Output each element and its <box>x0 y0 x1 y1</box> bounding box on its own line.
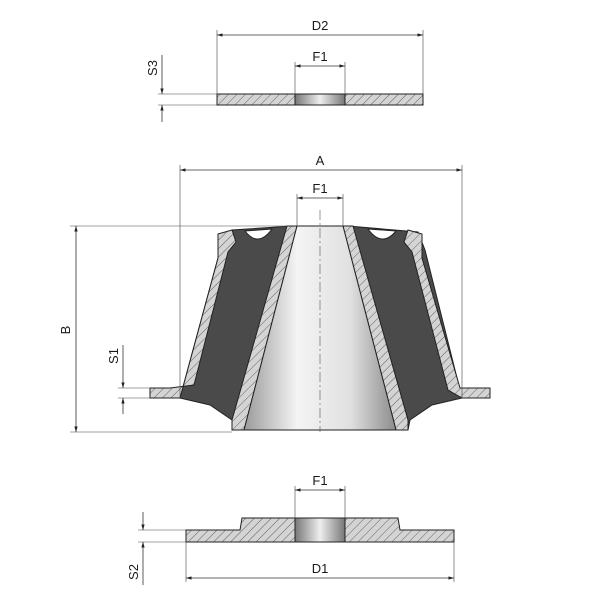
dim-label-a: A <box>316 153 325 168</box>
dim-label-f1-bottom: F1 <box>312 473 327 488</box>
dim-label-f1-top: F1 <box>312 49 327 64</box>
dim-label-f1-mid: F1 <box>312 181 327 196</box>
cone-reducer-view: A F1 B S1 <box>58 153 491 433</box>
bottom-flange-bore <box>294 517 346 543</box>
cone-inner-liner-left <box>231 225 298 431</box>
cone-top-notch-left <box>244 228 274 240</box>
cone-outer-shell-left <box>149 229 237 399</box>
dim-label-d1: D1 <box>312 561 329 576</box>
top-washer-view: D2 F1 S3 <box>145 18 424 122</box>
dim-label-s2: S2 <box>126 564 141 580</box>
top-washer-bore <box>294 93 346 106</box>
cone-outer-shell-right <box>403 229 491 399</box>
bottom-flange-view: F1 S2 D1 <box>126 473 455 585</box>
dim-label-d2: D2 <box>312 18 329 33</box>
dim-label-s3: S3 <box>145 60 160 76</box>
cone-top-notch-right <box>366 228 398 240</box>
dim-label-s1: S1 <box>106 348 121 364</box>
dim-label-b: B <box>58 326 73 335</box>
